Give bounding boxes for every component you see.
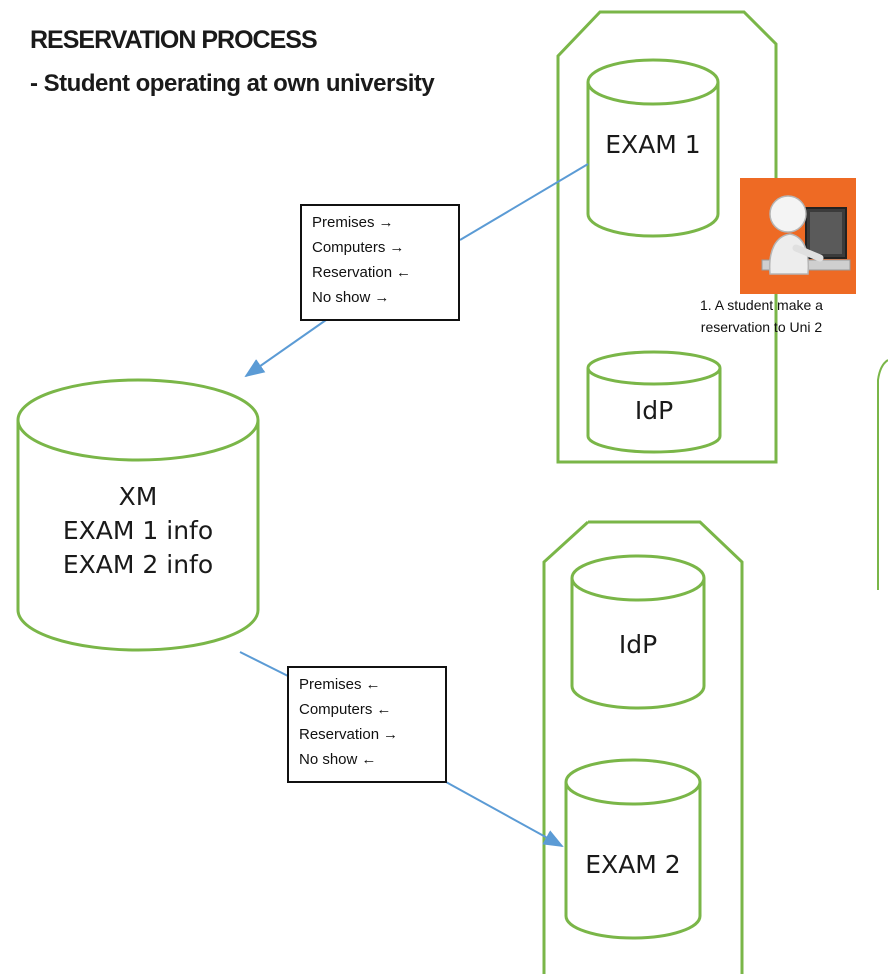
- page-title: RESERVATION PROCESS: [30, 26, 318, 54]
- note-row-label: No show: [299, 751, 358, 768]
- note-top: Premises→ Computers→ Reservation← No sho…: [300, 204, 460, 321]
- student-caption: 1. A student make a reservation to Uni 2: [700, 294, 823, 338]
- idp-2-label: IdP: [618, 630, 658, 659]
- connector-exam1-to-note: [459, 163, 589, 241]
- exam-1-database: [586, 58, 720, 238]
- note-top-row-reservation: Reservation←: [312, 260, 458, 285]
- xm-line-exam1-info: EXAM 1 info: [62, 515, 214, 545]
- note-row-label: Reservation: [312, 264, 393, 281]
- idp-2-database: [570, 554, 706, 710]
- right-arrow-icon: →: [374, 289, 390, 306]
- xm-line-title: XM: [118, 482, 158, 511]
- note-row-label: Computers: [312, 239, 386, 256]
- exam-2-label: EXAM 2: [585, 850, 681, 879]
- xm-database: [16, 378, 260, 652]
- note-top-row-premises: Premises→: [312, 210, 458, 235]
- student-caption-line2: reservation to Uni 2: [700, 319, 823, 335]
- note-top-row-computers: Computers→: [312, 235, 458, 260]
- idp-1-database: [586, 350, 722, 454]
- note-top-row-no-show: No show→: [312, 285, 458, 310]
- student-at-computer-icon: [740, 178, 856, 294]
- student-caption-line1: 1. A student make a: [700, 297, 823, 313]
- left-arrow-icon: ←: [376, 701, 392, 718]
- left-arrow-icon: ←: [361, 751, 377, 768]
- connector-note-to-exam2: [445, 781, 564, 847]
- note-row-label: Computers: [299, 701, 373, 718]
- connector-xm-to-note: [239, 651, 289, 677]
- cropped-shape-edge: [877, 359, 888, 590]
- right-arrow-icon: →: [383, 726, 399, 743]
- xm-label: XM EXAM 1 info EXAM 2 info: [18, 480, 258, 581]
- note-bottom-row-no-show: No show←: [299, 747, 445, 772]
- exam-1-label: EXAM 1: [605, 130, 701, 159]
- left-arrow-icon: ←: [396, 264, 412, 281]
- note-bottom: Premises← Computers← Reservation→ No sho…: [287, 666, 447, 783]
- university-1-container: [556, 10, 778, 464]
- page-subtitle: - Student operating at own university: [30, 70, 435, 97]
- right-arrow-icon: →: [389, 239, 405, 256]
- xm-line-exam2-info: EXAM 2 info: [62, 549, 214, 579]
- note-row-label: Premises: [299, 676, 362, 693]
- exam-2-database: [564, 758, 702, 940]
- left-arrow-icon: ←: [365, 676, 381, 693]
- idp-1-label: IdP: [634, 396, 674, 425]
- right-arrow-icon: →: [378, 214, 394, 231]
- note-bottom-row-reservation: Reservation→: [299, 722, 445, 747]
- connector-note-to-xm: [244, 319, 327, 378]
- note-bottom-row-premises: Premises←: [299, 672, 445, 697]
- note-bottom-row-computers: Computers←: [299, 697, 445, 722]
- note-row-label: No show: [312, 289, 371, 306]
- note-row-label: Premises: [312, 214, 375, 231]
- note-row-label: Reservation: [299, 726, 380, 743]
